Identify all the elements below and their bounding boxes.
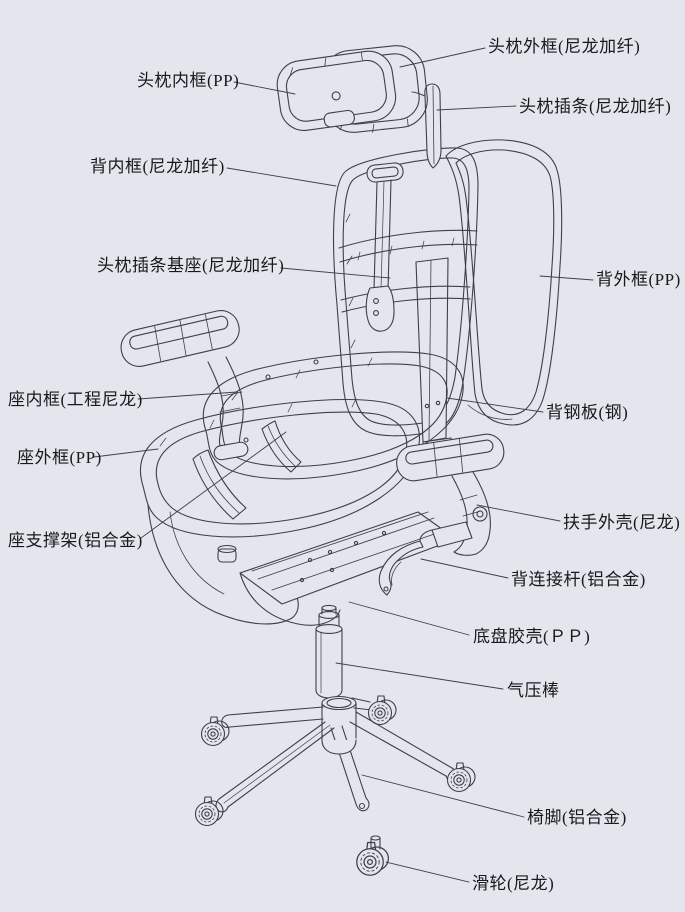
label-chair-base: 椅脚(铝合金) (527, 808, 627, 827)
label-back-link-rod: 背连接杆(铝合金) (511, 570, 646, 589)
label-seat-inner-frame: 座内框(工程尼龙) (8, 390, 143, 409)
caster-drawing (356, 835, 390, 876)
label-seat-support-frame: 座支撑架(铝合金) (8, 531, 143, 550)
leader-gas-lift (335, 662, 504, 690)
leader-back-steel (446, 397, 544, 413)
label-gas-lift: 气压棒 (507, 681, 560, 700)
back-link-rod-drawing (378, 540, 424, 596)
label-caster: 滑轮(尼龙) (472, 874, 555, 893)
back-outer-frame-drawing (445, 139, 563, 426)
label-headrest-inner-frame: 头枕内框(PP) (137, 71, 240, 90)
back-crossbar-drawing (338, 229, 478, 313)
leader-back-rod (420, 558, 509, 579)
leader-headrest-inner (233, 81, 296, 95)
leader-armrest (476, 504, 561, 522)
leader-insert-base (280, 267, 391, 279)
label-headrest-insert-base: 头枕插条基座(尼龙加纤) (97, 256, 285, 275)
chair-base-drawing (194, 695, 476, 827)
seat-support-frame-drawing (192, 420, 302, 520)
leader-lines (93, 47, 594, 883)
label-back-steel-plate: 背钢板(钢) (546, 403, 629, 422)
leader-headrest-outer (399, 47, 486, 68)
label-headrest-insert: 头枕插条(尼龙加纤) (519, 97, 672, 116)
headrest-insert-base-drawing (365, 162, 404, 332)
back-inner-frame-drawing (333, 147, 479, 437)
label-back-outer-frame: 背外框(PP) (596, 270, 681, 289)
left-armrest-drawing (120, 310, 249, 461)
base-plate-shell-drawing (217, 511, 457, 626)
gas-lift-drawing (315, 604, 343, 699)
leader-chair-base (361, 774, 525, 818)
leader-seat-outer (93, 448, 159, 458)
leader-headrest-insert (436, 105, 517, 111)
headrest-inner-frame-drawing (276, 50, 397, 132)
label-armrest-shell: 扶手外壳(尼龙) (563, 513, 681, 532)
label-base-plate-shell: 底盘胶壳(ＰＰ) (473, 627, 591, 646)
leader-seat-support (140, 431, 287, 539)
leader-back-inner (226, 167, 337, 187)
label-back-inner-frame: 背内框(尼龙加纤) (90, 157, 225, 176)
leader-base-shell (348, 601, 470, 636)
leader-caster (385, 861, 470, 883)
headrest-insert-drawing (411, 83, 442, 169)
right-armrest-drawing (396, 433, 505, 556)
leader-seat-inner (137, 391, 238, 400)
leader-back-outer (539, 275, 594, 281)
label-headrest-outer-frame: 头枕外框(尼龙加纤) (488, 37, 641, 56)
label-seat-outer-frame: 座外框(PP) (17, 448, 102, 467)
